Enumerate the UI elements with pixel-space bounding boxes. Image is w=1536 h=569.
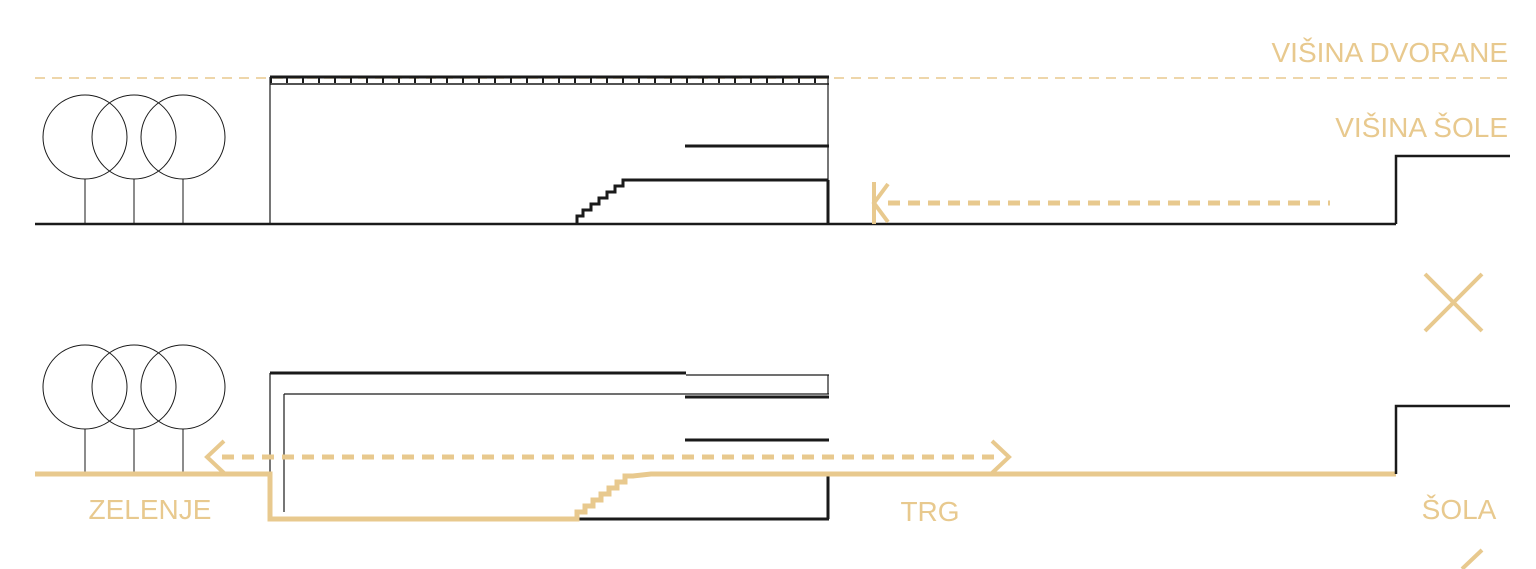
tree-icon	[140, 344, 226, 430]
trees-upper	[42, 94, 226, 224]
school-height-label: VIŠINA ŠOLE	[1335, 112, 1508, 143]
hall-building-lower	[269, 371, 830, 521]
double-arrow-lower	[204, 439, 1012, 475]
upper-section: VIŠINA DVORANE VIŠINA ŠOLE	[35, 37, 1510, 226]
blocked-arrow-upper	[871, 182, 1330, 224]
cross-icon	[1423, 272, 1484, 333]
school-building-lower	[1394, 404, 1510, 474]
trees-lower	[42, 344, 226, 474]
tree-icon	[140, 94, 226, 180]
hall-building-upper	[269, 75, 830, 224]
tree-icon	[91, 94, 177, 180]
public-route-line	[35, 471, 1396, 522]
lower-section: ZELENJE TRG ŠOLA	[35, 344, 1510, 527]
tree-icon	[42, 344, 128, 430]
hall-height-label: VIŠINA DVORANE	[1271, 37, 1508, 68]
school-building-upper	[1394, 154, 1510, 224]
tree-icon	[42, 94, 128, 180]
tree-icon	[91, 344, 177, 430]
square-label: TRG	[900, 496, 959, 527]
check-icon	[1460, 548, 1484, 569]
school-label: ŠOLA	[1422, 494, 1497, 525]
greenery-label: ZELENJE	[89, 494, 212, 525]
